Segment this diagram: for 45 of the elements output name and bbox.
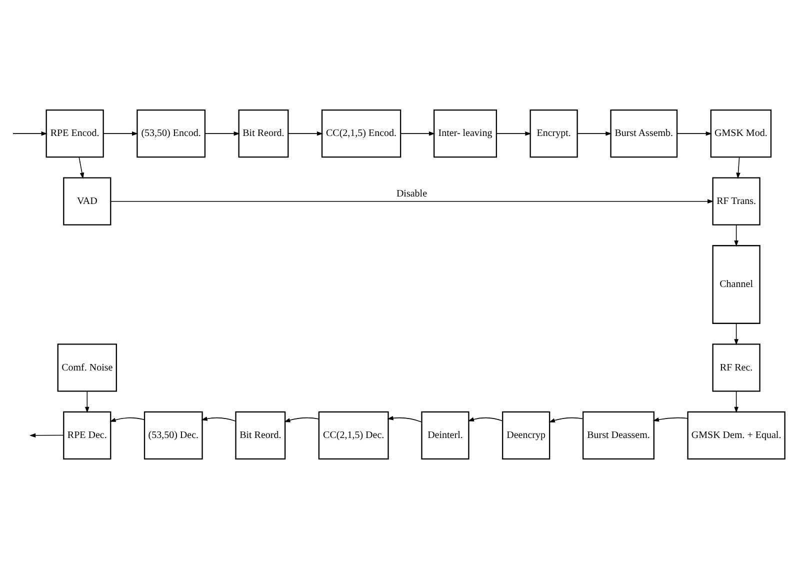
node-box: Bit Reord. — [235, 410, 286, 459]
arrow — [734, 390, 738, 412]
arrow — [84, 390, 90, 412]
arrow — [78, 156, 84, 178]
arrow — [201, 416, 236, 421]
node-box: (53,50) Dec. — [144, 410, 203, 459]
arrow — [676, 130, 712, 136]
arrow — [577, 130, 612, 136]
node-box: RF Rec. — [712, 343, 760, 392]
arrow — [12, 130, 48, 136]
arrow — [288, 130, 324, 136]
arrow — [548, 416, 584, 422]
node-box: GMSK Mod. — [710, 109, 772, 158]
arrow — [496, 130, 532, 136]
node-box: Inter- leaving — [433, 109, 498, 158]
arrow — [29, 432, 64, 438]
node-box: Deinterl. — [421, 410, 470, 459]
edge-label: Disable — [396, 188, 428, 199]
node-box: Encrypt. — [530, 109, 578, 158]
arrow — [103, 130, 138, 136]
node-box: Bit Reord. — [238, 109, 289, 158]
node-box: Comf. Noise — [57, 343, 117, 392]
node-box: Channel — [712, 244, 760, 324]
arrow — [734, 322, 738, 345]
arrow — [400, 130, 436, 136]
arrow — [734, 224, 738, 246]
node-box: RF Trans. — [712, 176, 760, 225]
arrow — [204, 130, 240, 136]
arrow — [736, 156, 740, 178]
arrow — [284, 416, 320, 422]
node-box: (53,50) Encod. — [136, 109, 206, 158]
node-box: Burst Deassem. — [582, 410, 654, 459]
arrow — [110, 198, 714, 203]
node-box: RPE Dec. — [63, 410, 112, 459]
arrow — [468, 416, 503, 421]
node-box: CC(2,1,5) Dec. — [318, 410, 389, 459]
arrow — [652, 416, 688, 422]
arrow — [110, 416, 145, 422]
node-box: RPE Encod. — [46, 109, 104, 158]
node-box: GMSK Dem. + Equal. — [687, 410, 786, 459]
node-box: CC(2,1,5) Encod. — [321, 109, 402, 158]
node-box: VAD — [63, 176, 112, 225]
node-box: Burst Assemb. — [610, 109, 678, 158]
node-box: Deencryp — [502, 410, 550, 459]
arrow — [387, 415, 422, 422]
